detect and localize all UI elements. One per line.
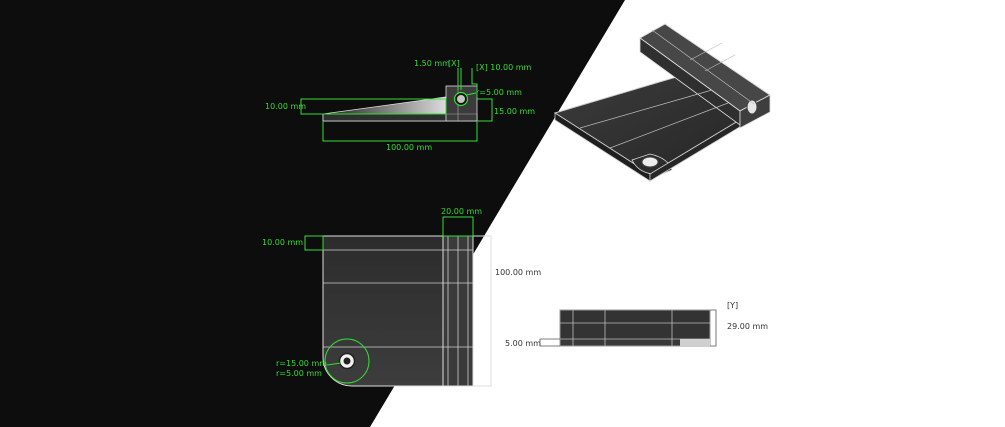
side-dim-top-offset: 1.50 mm [414,59,450,68]
top-dim-left-thickness: 10.00 mm [262,238,303,247]
side-view: 1.50 mm [X] [X] 10.00 mm r=5.00 mm 10.00… [265,59,535,152]
top-dim-hole-radius: r=5.00 mm [276,369,322,378]
side-dim-left-thickness: 10.00 mm [265,102,306,111]
front-dim-base: 5.00 mm [505,339,541,348]
side-dim-length: 100.00 mm [386,143,432,152]
top-dim-depth: 100.00 mm [495,268,541,277]
top-view-plate [322,235,474,387]
top-dim-corner-radius: r=15.00 mm [276,359,327,368]
front-dim-height: 29.00 mm [727,322,768,331]
front-view-body [559,309,711,340]
side-dim-hole-radius: r=5.00 mm [476,88,522,97]
side-dim-top-width: [X] 10.00 mm [476,63,532,72]
front-dim-axis-label: [Y] [727,301,738,310]
front-view: [Y] 29.00 mm 5.00 mm [505,301,768,348]
side-dim-right-height: 15.00 mm [494,107,535,116]
top-view-corner-radius-ring [324,338,370,384]
side-dim-top-x-label: [X] [448,59,460,68]
isometric-part-render [553,23,771,182]
top-view: 20.00 mm 10.00 mm r=15.00 mm r=5.00 mm 1… [262,207,541,387]
top-dim-block-width: 20.00 mm [441,207,482,216]
